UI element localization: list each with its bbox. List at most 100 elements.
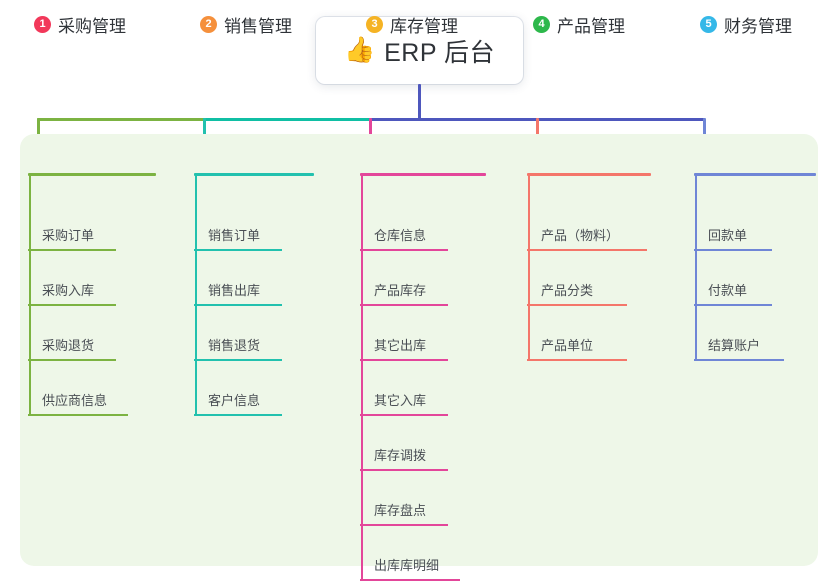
branch-item[interactable]: 结算账户	[686, 306, 806, 361]
branch-header-3[interactable]: 3 库存管理	[366, 12, 458, 37]
branch-item-label: 结算账户	[708, 338, 761, 353]
branch-underline-3	[360, 173, 486, 176]
branch-item[interactable]: 销售订单	[186, 196, 304, 251]
branch-title-4: 产品管理	[557, 17, 625, 36]
branch-item-underline	[527, 249, 647, 251]
branch-item-underline	[360, 524, 448, 526]
branch-item-underline	[194, 414, 282, 416]
branch-item[interactable]: 产品分类	[519, 251, 649, 306]
branch-item-label: 出库库明细	[374, 558, 440, 573]
branch-item-underline	[360, 304, 448, 306]
branch-item-label: 产品（物料）	[541, 228, 620, 243]
branch-item[interactable]: 出库库明细	[352, 526, 482, 581]
branches-panel	[20, 134, 818, 566]
branch-item[interactable]: 采购退货	[20, 306, 138, 361]
branch-item[interactable]: 仓库信息	[352, 196, 470, 251]
branch-item[interactable]: 供应商信息	[20, 361, 150, 416]
branch-item[interactable]: 销售退货	[186, 306, 304, 361]
branch-item-underline	[194, 304, 282, 306]
bus-segment	[536, 118, 705, 121]
branch-item[interactable]: 产品单位	[519, 306, 649, 361]
branch-underline-4	[527, 173, 651, 176]
branch-item-label: 回款单	[708, 228, 748, 243]
branch-item-label: 采购订单	[42, 228, 95, 243]
branch-drop-line	[37, 118, 40, 147]
branch-title-2: 销售管理	[224, 17, 292, 36]
bus-segment	[37, 118, 205, 121]
branch-item-underline	[194, 359, 282, 361]
branch-item-underline	[360, 579, 460, 581]
branch-item[interactable]: 其它出库	[352, 306, 470, 361]
branch-item-underline	[360, 414, 448, 416]
branch-item-label: 库存盘点	[374, 503, 427, 518]
branch-item-label: 付款单	[708, 283, 748, 298]
branch-item-label: 供应商信息	[42, 393, 108, 408]
branch-item-label: 销售出库	[208, 283, 261, 298]
root-title: ERP 后台	[384, 38, 496, 67]
branch-item[interactable]: 采购订单	[20, 196, 138, 251]
branch-drop-line	[536, 118, 539, 147]
branch-item[interactable]: 付款单	[686, 251, 794, 306]
branch-spine-2	[195, 173, 197, 416]
branch-header-5[interactable]: 5 财务管理	[700, 12, 792, 37]
branch-spine-1	[29, 173, 31, 416]
branch-item[interactable]: 回款单	[686, 196, 794, 251]
branch-drop-line	[203, 118, 206, 147]
branch-item-underline	[360, 359, 448, 361]
branch-item-label: 其它出库	[374, 338, 427, 353]
branch-item-underline	[527, 304, 627, 306]
branch-item-label: 销售退货	[208, 338, 261, 353]
branch-item[interactable]: 产品（物料）	[519, 196, 669, 251]
branch-item-label: 客户信息	[208, 393, 261, 408]
branch-item[interactable]: 销售出库	[186, 251, 304, 306]
branch-item-underline	[28, 414, 128, 416]
branch-item[interactable]: 库存盘点	[352, 471, 470, 526]
branch-item-label: 仓库信息	[374, 228, 427, 243]
branch-item-label: 产品单位	[541, 338, 594, 353]
branch-spine-4	[528, 173, 530, 361]
branch-item[interactable]: 采购入库	[20, 251, 138, 306]
branch-item-label: 采购退货	[42, 338, 95, 353]
branch-item-underline	[694, 249, 772, 251]
branch-item-label: 其它入库	[374, 393, 427, 408]
branch-drop-line	[369, 118, 372, 147]
root-node[interactable]: 👍 ERP 后台	[316, 17, 523, 84]
branch-column-3: 3 库存管理仓库信息产品库存其它出库其它入库库存调拨库存盘点出库库明细	[352, 0, 486, 588]
branch-badge-1: 1	[34, 16, 51, 33]
branch-item-underline	[194, 249, 282, 251]
branch-spine-5	[695, 173, 697, 361]
branch-item-label: 产品库存	[374, 283, 427, 298]
branch-badge-3: 3	[366, 16, 383, 33]
branch-badge-5: 5	[700, 16, 717, 33]
branch-item-label: 销售订单	[208, 228, 261, 243]
branch-title-5: 财务管理	[724, 17, 792, 36]
branch-item-underline	[28, 359, 116, 361]
branch-item[interactable]: 客户信息	[186, 361, 304, 416]
branch-item-underline	[360, 469, 448, 471]
branch-item[interactable]: 其它入库	[352, 361, 470, 416]
branch-item-label: 采购入库	[42, 283, 95, 298]
branch-title-3: 库存管理	[390, 17, 458, 36]
branch-item-underline	[694, 304, 772, 306]
branch-item-underline	[28, 304, 116, 306]
branch-item[interactable]: 库存调拨	[352, 416, 470, 471]
branch-item-underline	[527, 359, 627, 361]
branch-item-label: 产品分类	[541, 283, 594, 298]
root-stem-line	[418, 84, 421, 121]
branch-underline-1	[28, 173, 156, 176]
branch-item-underline	[694, 359, 784, 361]
bus-segment	[203, 118, 371, 121]
branch-item-underline	[360, 249, 448, 251]
branch-column-5: 5 财务管理回款单付款单结算账户	[686, 0, 816, 588]
thumbs-up-emoji: 👍	[343, 36, 376, 64]
branch-item[interactable]: 产品库存	[352, 251, 470, 306]
branch-item-underline	[28, 249, 116, 251]
branch-item-label: 库存调拨	[374, 448, 427, 463]
